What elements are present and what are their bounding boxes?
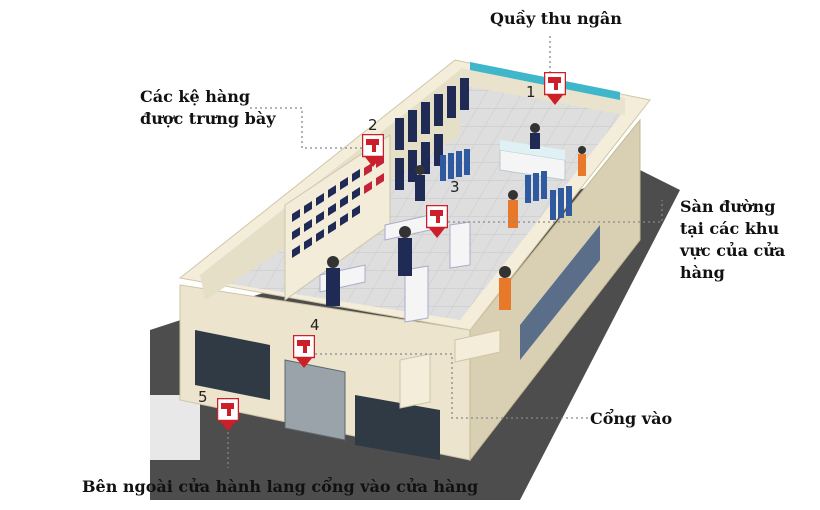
marker-number-2: 2 [368,116,378,134]
right-wall-stripe [520,225,600,360]
camera-marker-icon [293,335,315,368]
camera-marker-icon [362,134,384,167]
sidewalk [150,395,200,460]
label-cashier: Quầy thu ngân [490,9,622,28]
label-outside: Bên ngoài cửa hành lang cổng vào cửa hàn… [82,477,479,496]
label-shelves-line2: được trưng bày [140,109,276,128]
label-floor-line4: hàng [680,263,725,282]
shelf-blocks [284,78,469,301]
window-left [195,330,270,400]
camera-marker-icon [426,205,448,238]
leader-lines [227,36,663,468]
label-floor-line3: vực của cửa [680,241,786,260]
label-shelves-line1: Các kệ hàng [140,87,251,106]
cashier-counter-top [500,140,565,160]
door-center [284,359,346,441]
display-pedestals [319,214,501,409]
camera-marker-icon [544,72,566,105]
clothing-racks [440,149,572,220]
label-floor-line2: tại các khu [680,219,780,238]
label-entrance: Cổng vào [590,409,673,428]
marker-number-3: 3 [450,178,460,196]
marker-number-4: 4 [310,316,320,334]
label-floor-line1: Sàn đường [680,197,776,216]
camera-marker-icon [217,398,239,431]
shoppers [326,123,586,310]
window-right [355,395,440,460]
marker-number-5: 5 [198,388,208,406]
back-wall [460,68,625,115]
marker-number-1: 1 [526,83,536,101]
